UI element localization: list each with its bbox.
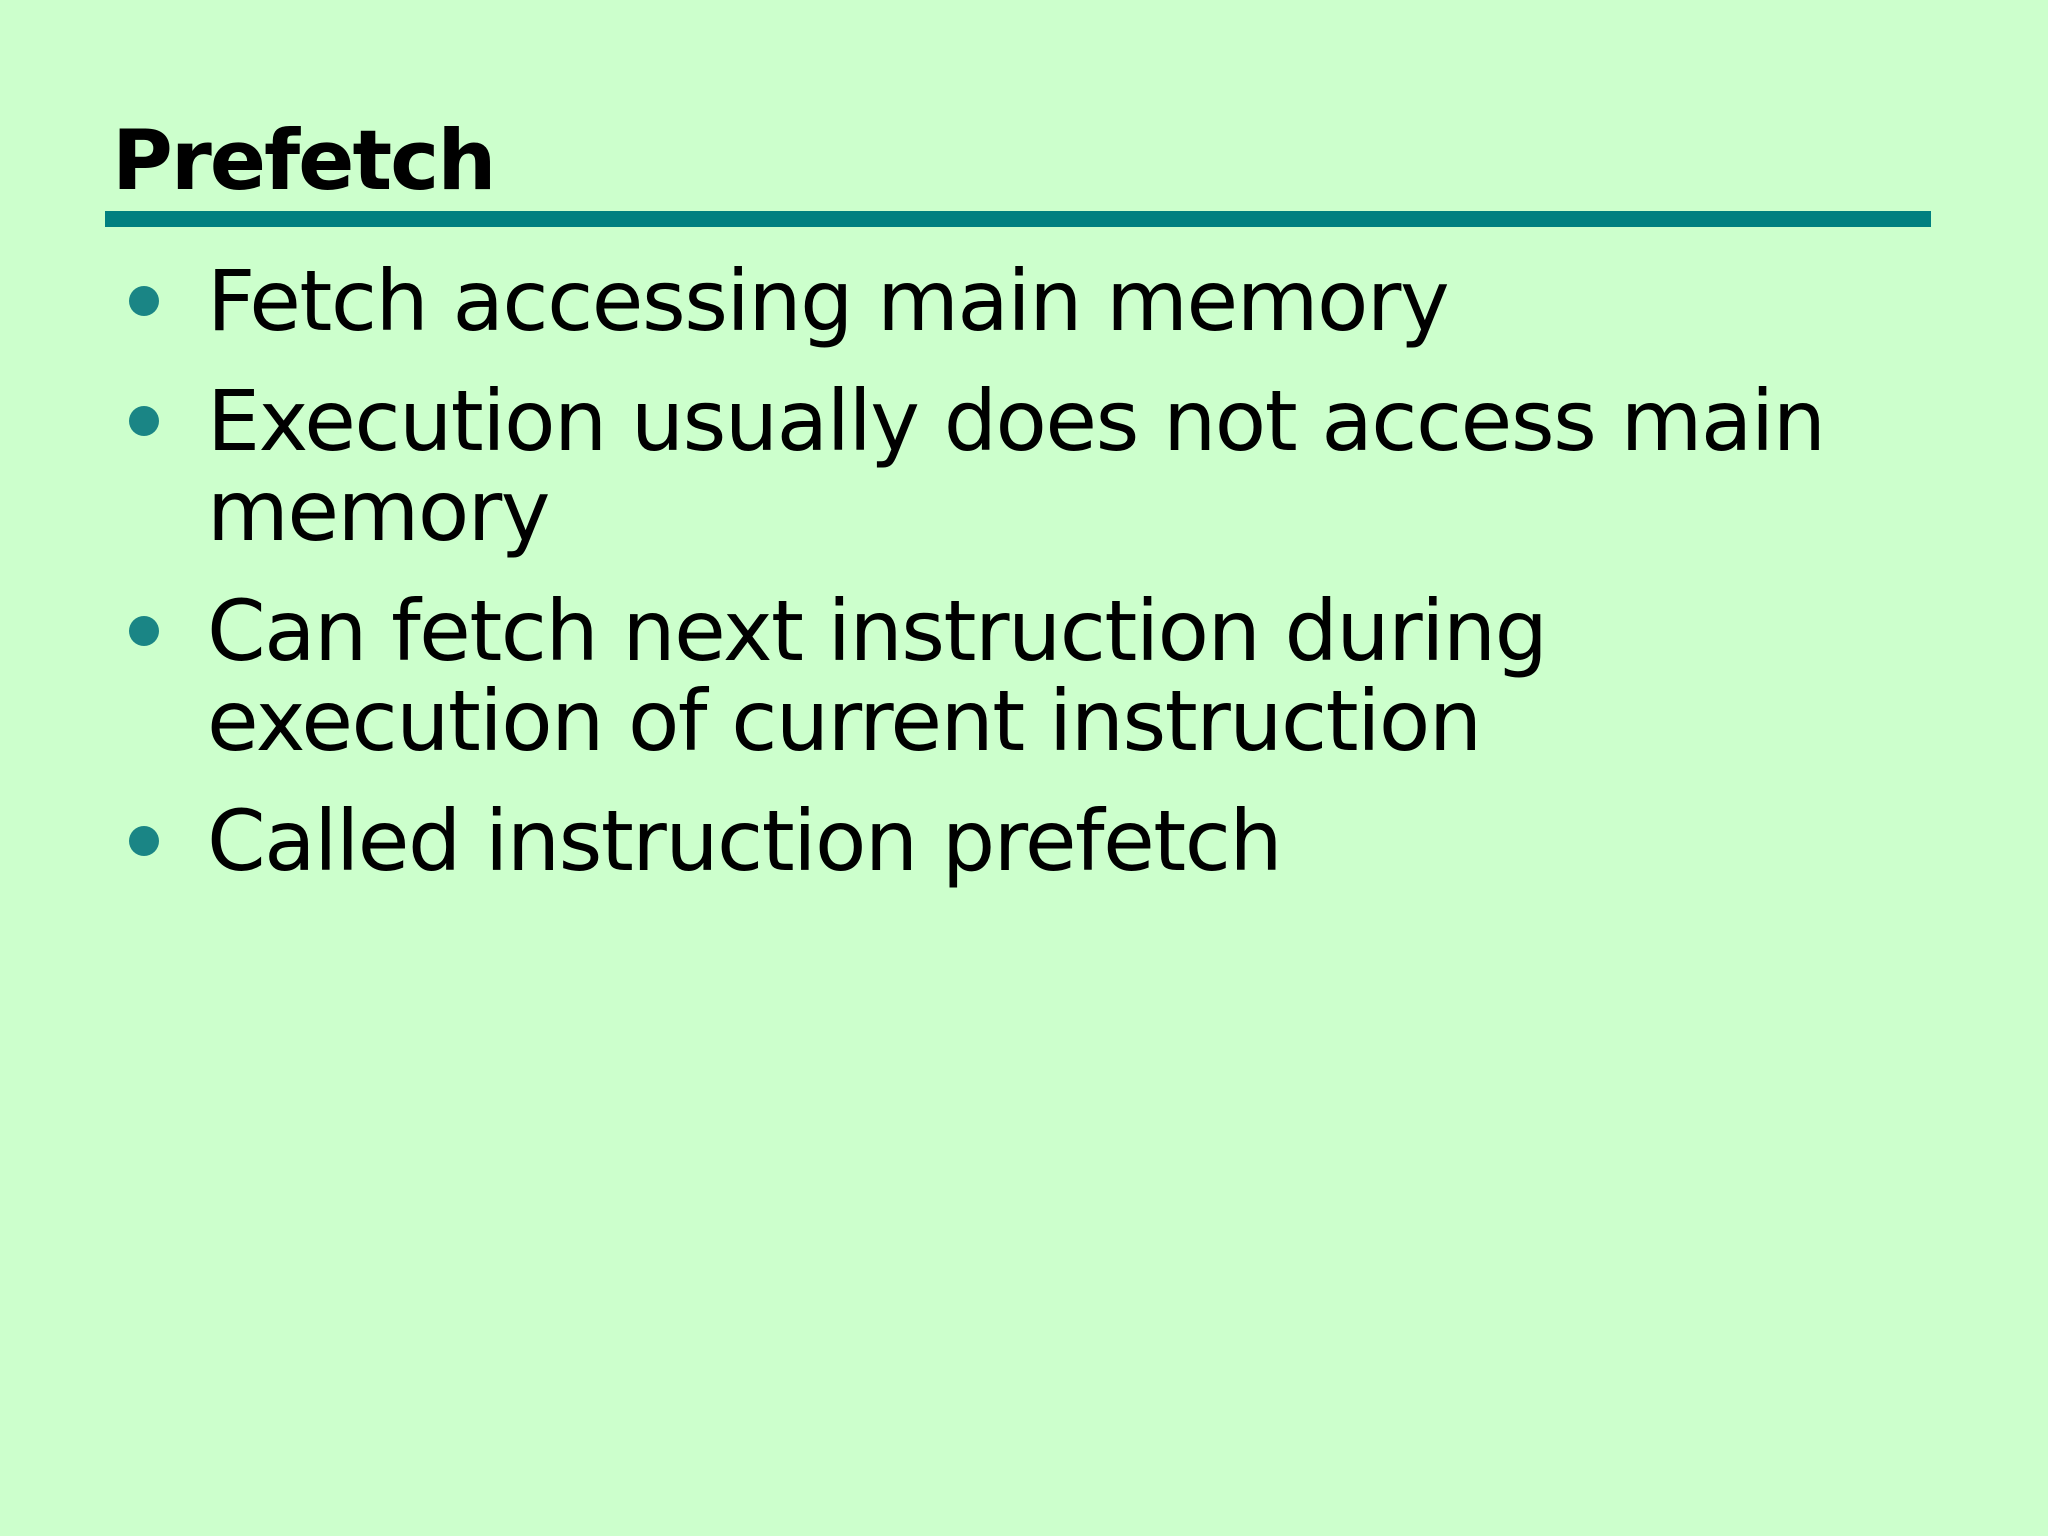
bullet-item: Can fetch next instruction during execut… [129, 586, 1959, 766]
title-underline-rule [105, 211, 1931, 227]
bullet-text: Execution usually does not access main m… [207, 372, 1826, 560]
bullet-list: Fetch accessing main memory Execution us… [129, 256, 1959, 916]
bullet-dot-icon [129, 406, 159, 436]
bullet-item: Fetch accessing main memory [129, 256, 1959, 346]
bullet-text: Fetch accessing main memory [207, 252, 1450, 350]
bullet-line: execution of current instruction [207, 672, 1482, 770]
bullet-text: Called instruction prefetch [207, 792, 1283, 890]
bullet-line: Fetch accessing main memory [207, 252, 1450, 350]
bullet-item: Execution usually does not access main m… [129, 376, 1959, 556]
bullet-line: Execution usually does not access main [207, 372, 1826, 470]
bullet-dot-icon [129, 616, 159, 646]
bullet-line: Can fetch next instruction during [207, 582, 1548, 680]
bullet-item: Called instruction prefetch [129, 796, 1959, 886]
slide-title: Prefetch [112, 112, 496, 209]
bullet-dot-icon [129, 826, 159, 856]
bullet-line: Called instruction prefetch [207, 792, 1283, 890]
bullet-line: memory [207, 462, 550, 560]
bullet-dot-icon [129, 286, 159, 316]
bullet-text: Can fetch next instruction during execut… [207, 582, 1548, 770]
